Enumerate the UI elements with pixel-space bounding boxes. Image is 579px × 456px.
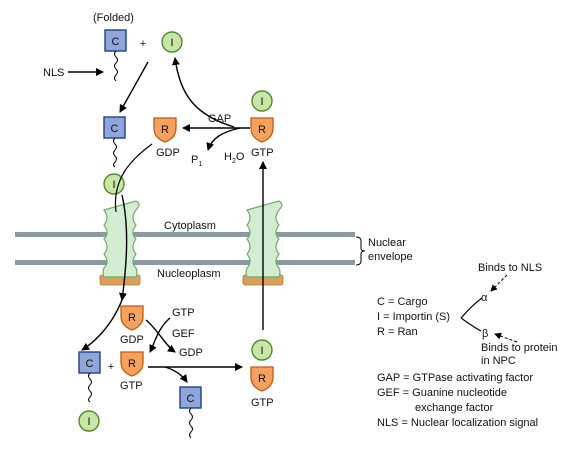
importin-free-top: I	[161, 31, 183, 53]
binds-protein-label-2: in NPC	[481, 355, 516, 367]
gdp-out-arrow	[145, 319, 176, 353]
gap-label: GAP	[208, 113, 231, 125]
binding-arrow	[119, 61, 149, 113]
importin-symbol: I	[112, 179, 115, 191]
gtp-in-label: GTP	[172, 307, 195, 319]
ran-symbol: R	[128, 312, 136, 324]
nucleoplasm-label: Nucleoplasm	[157, 268, 221, 280]
ran-symbol: R	[258, 124, 266, 136]
legend-importin: I = Importin (S)	[377, 311, 450, 323]
plus-sign-bottom: +	[108, 361, 114, 373]
gtp-right-label: GTP	[251, 397, 274, 409]
gdp-out-label: GDP	[179, 347, 203, 359]
alpha-label: α	[481, 292, 488, 304]
cargo-symbol: C	[187, 393, 195, 405]
nuclear-envelope-bracket	[355, 236, 366, 266]
importin-symbol: I	[170, 37, 173, 49]
ran-symbol: R	[161, 124, 169, 136]
importin-beta-arm	[460, 317, 482, 332]
cargo-free-nucleus: C	[179, 386, 202, 439]
legend-cargo: C = Cargo	[377, 296, 427, 308]
nls-tail	[114, 50, 118, 82]
cargo-drop-arrow	[164, 366, 188, 383]
cargo-importin-dissociated: C I	[78, 351, 101, 432]
ran-symbol: R	[128, 358, 136, 370]
cargo-symbol: C	[111, 123, 119, 135]
ran-gtp-nucleus: R	[120, 351, 144, 377]
import-arrow-down	[118, 194, 128, 301]
cytoplasm-label: Cytoplasm	[164, 220, 216, 232]
gtp-in-arrow	[149, 317, 171, 353]
legend-gef-1: GEF = Guanine nucleotide	[377, 387, 507, 399]
nls-arrow-label: NLS	[43, 67, 64, 79]
phosphate-release-arrow	[206, 127, 241, 151]
importin-symbol: I	[87, 416, 90, 428]
legend-ran: R = Ran	[377, 326, 418, 338]
importin-symbol: I	[260, 345, 263, 357]
h2o-label: H2O	[224, 151, 245, 165]
legend-nls: NLS = Nuclear localization signal	[377, 417, 538, 429]
beta-pointer	[494, 332, 518, 343]
gdp-mid-label: GDP	[120, 334, 144, 346]
legend-gef-2: exchange factor	[415, 402, 494, 414]
gtp-top-label: GTP	[251, 147, 274, 159]
outer-membrane	[15, 232, 355, 237]
gtp-mid-label: GTP	[120, 380, 143, 392]
importin-symbol: I	[260, 96, 263, 108]
nuclear-label: Nuclear	[368, 237, 406, 249]
nuclear-pore-left	[99, 200, 141, 286]
beta-label: β	[482, 328, 488, 340]
alpha-pointer	[490, 274, 508, 292]
cargo-symbol: C	[112, 36, 120, 48]
gef-label: GEF	[172, 328, 195, 340]
binds-protein-label-1: Binds to protein	[481, 342, 557, 354]
cargo-folded: C	[104, 29, 127, 82]
gdp-link-curve	[114, 143, 153, 213]
legend: Binds to NLS α β Binds to protein in NPC…	[377, 262, 557, 429]
legend-gap: GAP = GTPase activating factor	[377, 372, 533, 384]
folded-label: (Folded)	[93, 12, 134, 24]
release-arrow-left	[81, 299, 123, 351]
importin-ran-gtp-cytoplasm: I R	[250, 90, 274, 143]
ran-symbol: R	[258, 373, 266, 385]
cargo-importin-complex-cytoplasm: C I	[103, 116, 126, 195]
binds-nls-label: Binds to NLS	[478, 262, 542, 274]
nuclear-envelope	[15, 232, 355, 265]
importin-release-arrow	[171, 57, 235, 128]
cargo-symbol: C	[86, 358, 94, 370]
plus-sign-top: +	[140, 38, 146, 50]
ran-gdp-nucleus: R	[120, 305, 144, 331]
p1-label: P1	[191, 154, 202, 168]
importin-alpha-arm	[460, 297, 483, 319]
inner-membrane	[15, 260, 355, 265]
importin-ran-gtp-nucleus: I R	[250, 339, 274, 392]
envelope-label: envelope	[368, 251, 413, 263]
ran-gdp-top: R	[153, 117, 177, 143]
gdp-top-label: GDP	[156, 147, 180, 159]
